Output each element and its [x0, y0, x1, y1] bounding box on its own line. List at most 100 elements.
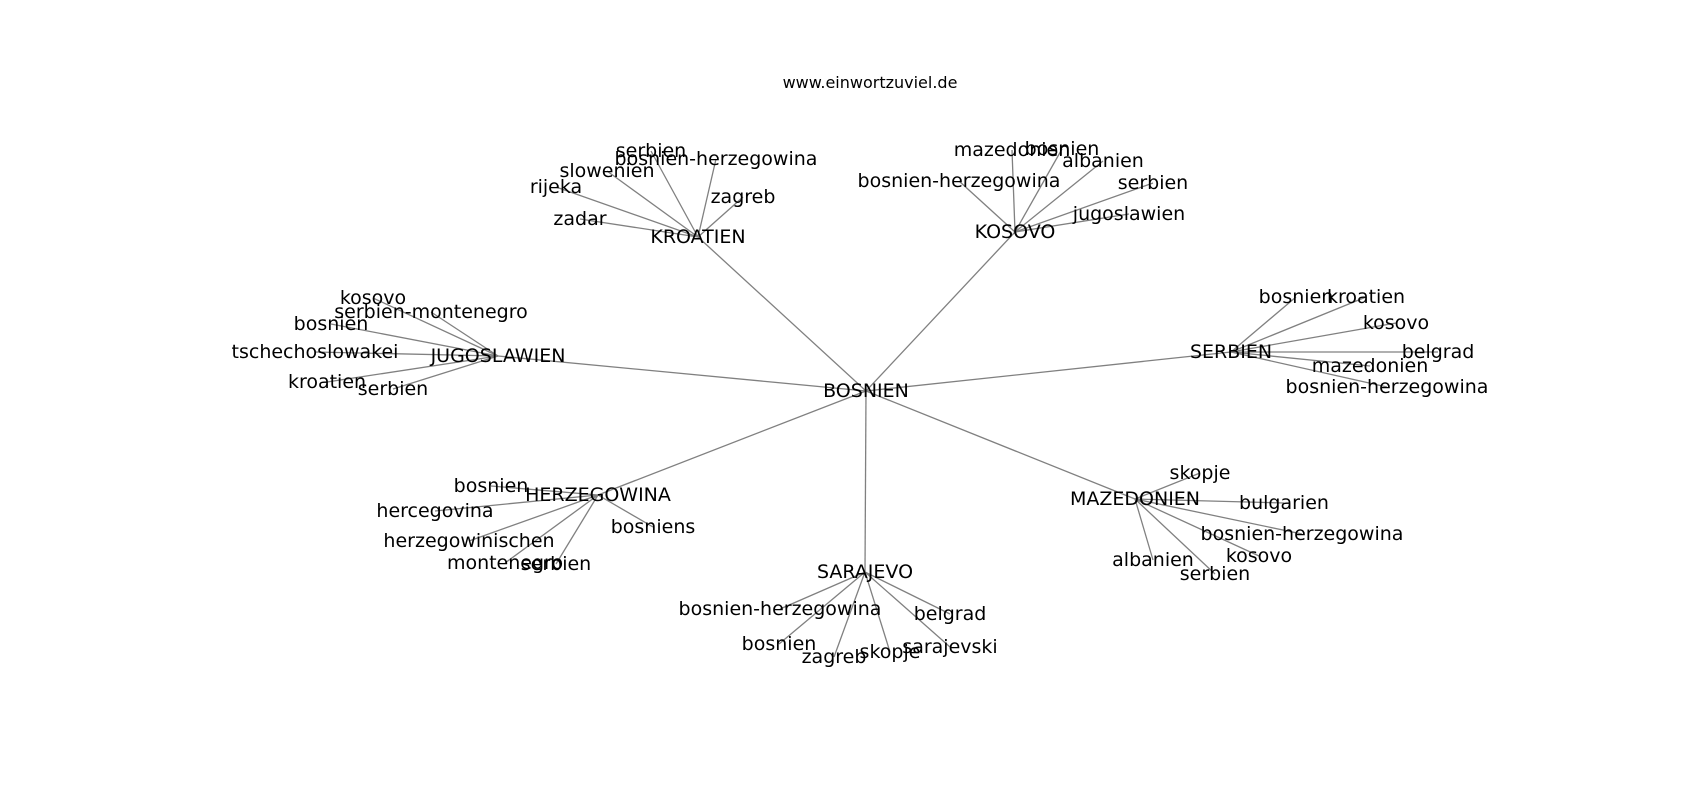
- leaf-node-label: bosnien: [454, 475, 529, 497]
- edge-hub-to-leaf: [864, 571, 951, 648]
- leaf-node-label: slowenien: [559, 160, 654, 182]
- hub-node-label: HERZEGOWINA: [525, 484, 671, 506]
- edge-center-to-hub: [697, 236, 867, 392]
- edge-hub-to-leaf: [778, 571, 866, 645]
- edge-center-to-hub: [865, 231, 1016, 392]
- edge-center-to-hub: [497, 355, 867, 392]
- leaf-node-label: hercegovina: [376, 500, 493, 522]
- edge-hub-to-leaf: [697, 196, 744, 238]
- edge-hub-to-leaf: [1011, 149, 1016, 233]
- edge-hub-to-leaf: [606, 170, 699, 238]
- leaf-node-label: bosnien: [294, 313, 369, 335]
- edge-hub-to-leaf: [579, 218, 699, 238]
- hub-node-label: KOSOVO: [975, 221, 1056, 243]
- leaf-node-label: zadar: [553, 208, 606, 230]
- leaf-node-label: skopje: [860, 641, 921, 663]
- leaf-node-label: tschechoslowakei: [232, 341, 399, 363]
- leaf-node-label: bosnien-herzegowina: [679, 598, 882, 620]
- edge-hub-to-leaf: [392, 355, 499, 390]
- leaf-node-label: bosnien-herzegowina: [1201, 523, 1404, 545]
- leaf-node-label: mazedonien: [1312, 355, 1429, 377]
- edge-hub-to-leaf: [1014, 182, 1154, 233]
- edge-hub-to-leaf: [1134, 498, 1303, 535]
- label-layer: www.einwortzuviel.de BOSNIEN KROATIEN serb…: [232, 73, 1489, 668]
- leaf-node-label: kosovo: [1363, 312, 1429, 334]
- edge-hub-to-leaf: [1230, 351, 1388, 388]
- edge-center-to-hub: [865, 390, 1136, 500]
- edge-hub-to-leaf: [1014, 160, 1104, 233]
- edge-hub-to-leaf: [1134, 498, 1154, 561]
- leaf-node-label: serbien: [358, 378, 428, 400]
- edge-hub-to-leaf: [468, 494, 599, 542]
- leaf-node-label: kosovo: [340, 287, 406, 309]
- leaf-node-label: jugoslawien: [1072, 203, 1185, 225]
- leaf-node-label: bosnien-herzegowina: [615, 148, 818, 170]
- edge-hub-to-leaf: [1230, 296, 1297, 353]
- leaf-node-label: bulgarien: [1239, 492, 1329, 514]
- leaf-node-label: bosnien-herzegowina: [858, 170, 1061, 192]
- leaf-node-label: sarajevski: [902, 636, 997, 658]
- leaf-node-label: serbien-montenegro: [334, 301, 527, 323]
- hub-node-label: JUGOSLAWIEN: [430, 345, 566, 367]
- leaf-node-label: herzegowinischen: [383, 530, 554, 552]
- edge-hub-to-leaf: [864, 571, 951, 615]
- leaf-node-label: kosovo: [1226, 545, 1292, 567]
- leaf-node-label: rijeka: [530, 176, 582, 198]
- edge-layer: [314, 148, 1438, 658]
- center-node-label: BOSNIEN: [823, 380, 909, 402]
- edge-hub-to-leaf: [779, 571, 866, 610]
- site-title: www.einwortzuviel.de: [783, 73, 958, 92]
- edge-hub-to-leaf: [555, 186, 699, 238]
- leaf-node-label: albanien: [1062, 150, 1144, 172]
- leaf-node-label: albanien: [1112, 549, 1194, 571]
- leaf-node-label: bosnien: [1025, 138, 1100, 160]
- edge-hub-to-leaf: [1134, 498, 1260, 557]
- leaf-node-label: montenegro: [447, 552, 563, 574]
- leaf-node-label: bosnien: [1259, 286, 1334, 308]
- edge-hub-to-leaf: [1230, 322, 1397, 353]
- edge-center-to-hub: [597, 390, 867, 496]
- edge-hub-to-leaf: [1014, 213, 1130, 233]
- edge-hub-to-leaf: [697, 158, 717, 238]
- edge-hub-to-leaf: [958, 180, 1016, 233]
- edge-hub-to-leaf: [1230, 296, 1367, 353]
- edge-hub-to-leaf: [314, 351, 499, 357]
- leaf-node-label: zagreb: [802, 646, 867, 668]
- edge-hub-to-leaf: [372, 297, 499, 357]
- leaf-node-label: belgrad: [914, 603, 987, 625]
- edge-hub-to-leaf: [1134, 498, 1285, 504]
- edge-hub-to-leaf: [864, 571, 891, 653]
- edge-hub-to-leaf: [1014, 148, 1063, 233]
- leaf-node-label: serbien: [521, 553, 591, 575]
- edge-hub-to-leaf: [434, 494, 599, 512]
- leaf-node-label: bosniens: [611, 516, 696, 538]
- hub-node-label: SERBIEN: [1190, 341, 1272, 363]
- edge-hub-to-leaf: [597, 494, 654, 528]
- leaf-node-label: bosnien-herzegowina: [1286, 376, 1489, 398]
- edge-hub-to-leaf: [1134, 472, 1201, 500]
- leaf-node-label: belgrad: [1402, 341, 1475, 363]
- edge-hub-to-leaf: [1230, 351, 1371, 367]
- hub-node-label: SARAJEVO: [817, 561, 913, 583]
- hub-node-label: KROATIEN: [650, 226, 745, 248]
- leaf-node-label: mazedonien: [954, 139, 1071, 161]
- edge-hub-to-leaf: [555, 494, 599, 565]
- edge-center-to-hub: [865, 351, 1232, 392]
- hub-node-label: MAZEDONIEN: [1070, 488, 1200, 510]
- leaf-node-label: bosnien: [742, 633, 817, 655]
- edge-hub-to-leaf: [504, 494, 599, 564]
- edge-hub-to-leaf: [490, 485, 599, 496]
- leaf-node-label: zagreb: [711, 186, 776, 208]
- edge-hub-to-leaf: [326, 355, 499, 383]
- edge-hub-to-leaf: [430, 311, 499, 357]
- leaf-node-label: serbien: [1180, 563, 1250, 585]
- edge-hub-to-leaf: [650, 150, 699, 238]
- edge-center-to-hub: [864, 390, 867, 573]
- edge-hub-to-leaf: [1134, 498, 1216, 575]
- leaf-node-label: serbien: [616, 140, 686, 162]
- edge-hub-to-leaf: [330, 323, 499, 357]
- leaf-node-label: skopje: [1170, 462, 1231, 484]
- edge-hub-to-leaf: [833, 571, 866, 658]
- leaf-node-label: kroatien: [1327, 286, 1405, 308]
